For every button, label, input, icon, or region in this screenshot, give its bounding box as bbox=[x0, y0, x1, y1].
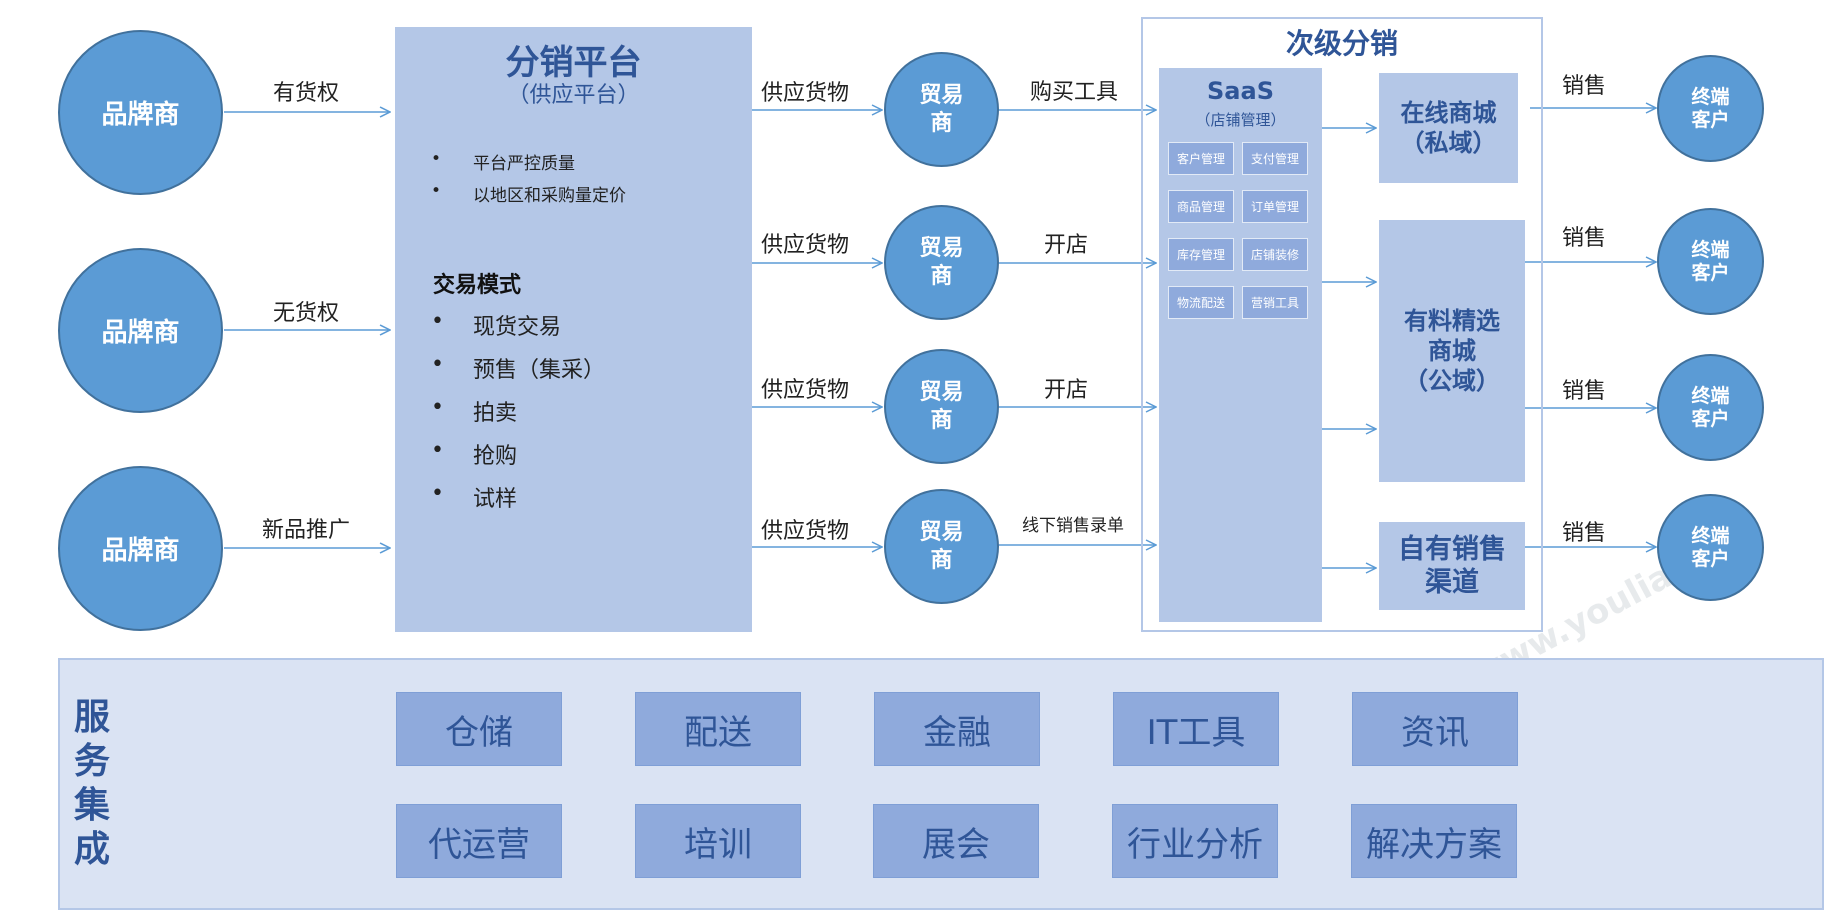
saas-module-payment: 支付管理 bbox=[1242, 142, 1308, 175]
platform-title: 分销平台 bbox=[505, 43, 642, 83]
customer-circle-2: 终端 客户 bbox=[1657, 208, 1764, 315]
distribution-platform-panel: 分销平台 （供应平台） •平台严控质量 •以地区和采购量定价 交易模式 •现货交… bbox=[395, 27, 752, 632]
trader-circle-4: 贸易商 bbox=[884, 489, 999, 604]
brand-circle-1: 品牌商 bbox=[58, 30, 223, 195]
supply-label-1: 供应货物 bbox=[761, 81, 850, 106]
service-industry-analysis: 行业分析 bbox=[1112, 804, 1278, 878]
service-delivery: 配送 bbox=[635, 692, 801, 766]
saas-module-order: 订单管理 bbox=[1242, 190, 1308, 223]
customer-circle-3: 终端 客户 bbox=[1657, 354, 1764, 461]
sales-label-1: 销售 bbox=[1562, 74, 1607, 99]
sub-distribution-title: 次级分销 bbox=[1285, 27, 1398, 60]
saas-title: SaaS bbox=[1207, 77, 1274, 105]
trader-link-label-1: 购买工具 bbox=[1030, 80, 1119, 105]
service-integration-title: 服务集成 bbox=[73, 697, 110, 870]
saas-module-marketing: 营销工具 bbox=[1242, 286, 1308, 319]
service-solutions: 解决方案 bbox=[1351, 804, 1517, 878]
supply-label-4: 供应货物 bbox=[761, 519, 850, 544]
brand-link-label-2: 无货权 bbox=[273, 301, 340, 326]
customer-circle-4: 终端 客户 bbox=[1657, 494, 1764, 601]
service-finance: 金融 bbox=[874, 692, 1040, 766]
saas-module-product: 商品管理 bbox=[1168, 190, 1234, 223]
sales-label-3: 销售 bbox=[1562, 379, 1607, 404]
trader-circle-3: 贸易商 bbox=[884, 349, 999, 464]
service-it-tools: IT工具 bbox=[1113, 692, 1279, 766]
supply-label-3: 供应货物 bbox=[761, 378, 850, 403]
brand-circle-2: 品牌商 bbox=[58, 248, 223, 413]
brand-circle-3: 品牌商 bbox=[58, 466, 223, 631]
trader-circle-2: 贸易商 bbox=[884, 205, 999, 320]
mall-own-channel: 自有销售 渠道 bbox=[1379, 522, 1525, 610]
supply-label-2: 供应货物 bbox=[761, 233, 850, 258]
saas-module-customer: 客户管理 bbox=[1168, 142, 1234, 175]
sub-distribution-frame bbox=[1141, 17, 1543, 632]
service-information: 资讯 bbox=[1352, 692, 1518, 766]
brand-link-label-1: 有货权 bbox=[273, 81, 340, 106]
service-training: 培训 bbox=[635, 804, 801, 878]
saas-module-inventory: 库存管理 bbox=[1168, 238, 1234, 271]
service-exhibition: 展会 bbox=[873, 804, 1039, 878]
customer-circle-1: 终端 客户 bbox=[1657, 55, 1764, 162]
service-warehousing: 仓储 bbox=[396, 692, 562, 766]
service-operation: 代运营 bbox=[396, 804, 562, 878]
sales-label-2: 销售 bbox=[1562, 226, 1607, 251]
platform-subtitle: （供应平台） bbox=[507, 83, 640, 108]
trader-link-label-3: 开店 bbox=[1044, 378, 1089, 403]
sales-label-4: 销售 bbox=[1562, 521, 1607, 546]
trade-mode-title: 交易模式 bbox=[433, 273, 522, 298]
saas-module-logistics: 物流配送 bbox=[1168, 286, 1234, 319]
trader-link-label-4: 线下销售录单 bbox=[1022, 516, 1124, 536]
saas-subtitle: （店铺管理） bbox=[1195, 111, 1286, 129]
saas-module-decoration: 店铺装修 bbox=[1242, 238, 1308, 271]
trader-circle-1: 贸易商 bbox=[884, 52, 999, 167]
brand-link-label-3: 新品推广 bbox=[262, 518, 351, 543]
mall-curated-public: 有料精选 商城 （公域） bbox=[1379, 220, 1525, 482]
mall-online-private: 在线商城 （私域） bbox=[1379, 73, 1518, 183]
trader-link-label-2: 开店 bbox=[1044, 233, 1089, 258]
